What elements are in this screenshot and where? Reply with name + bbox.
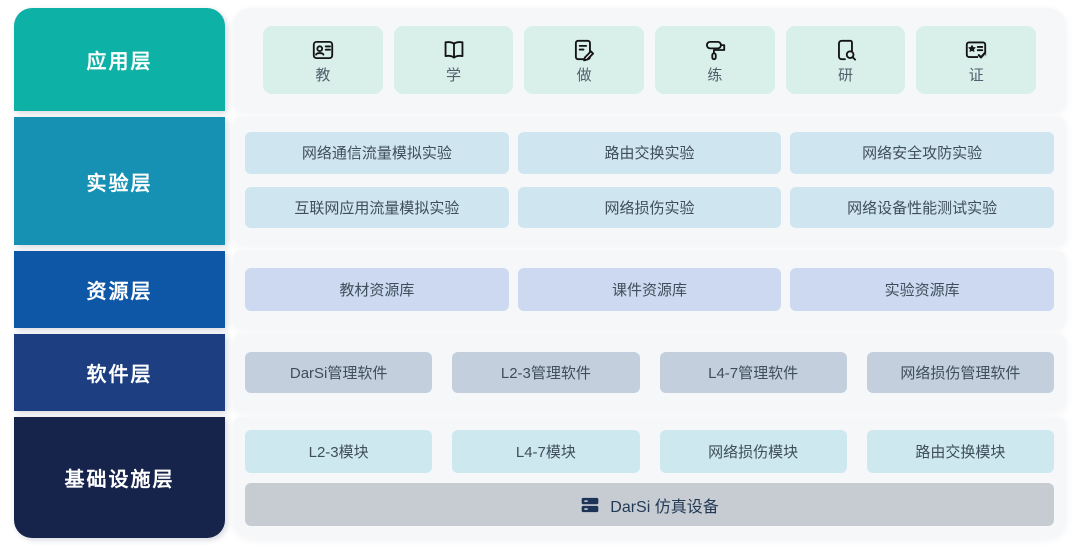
module-box: L4-7模块 xyxy=(452,430,640,473)
layer-content-application: 教 学 做 xyxy=(233,8,1066,111)
experiment-box: 网络损伤实验 xyxy=(517,186,782,228)
app-tile-label: 教 xyxy=(315,67,331,84)
app-tile-research: 研 xyxy=(785,25,906,94)
module-box: L2-3模块 xyxy=(245,430,433,473)
app-tile-label: 证 xyxy=(968,67,984,84)
layer-label-experiment: 实验层 xyxy=(14,117,225,245)
app-tile-practice: 练 xyxy=(655,25,775,94)
open-book-icon xyxy=(440,36,468,64)
software-box: L2-3管理软件 xyxy=(452,352,640,393)
app-tile-label: 学 xyxy=(446,67,462,84)
experiment-box: 路由交换实验 xyxy=(517,132,782,174)
resource-box: 教材资源库 xyxy=(245,268,509,311)
app-tile-label: 练 xyxy=(707,67,723,84)
layer-row-infrastructure: 基础设施层 L2-3模块 L4-7模块 网络损伤模块 路由交换模块 xyxy=(14,417,1066,538)
resource-box: 实验资源库 xyxy=(790,268,1054,311)
layer-label-infrastructure: 基础设施层 xyxy=(14,417,225,538)
layer-content-resource: 教材资源库 课件资源库 实验资源库 xyxy=(233,251,1066,328)
module-box: 路由交换模块 xyxy=(866,430,1054,473)
app-tile-certify: 证 xyxy=(916,25,1037,94)
book-search-icon xyxy=(832,36,860,64)
experiment-box: 网络设备性能测试实验 xyxy=(790,186,1054,228)
device-label: DarSi 仿真设备 xyxy=(610,498,719,516)
layer-content-infrastructure: L2-3模块 L4-7模块 网络损伤模块 路由交换模块 DarS xyxy=(233,417,1066,538)
layer-content-software: DarSi管理软件 L2-3管理软件 L4-7管理软件 网络损伤管理软件 xyxy=(233,334,1066,411)
layer-row-software: 软件层 DarSi管理软件 L2-3管理软件 L4-7管理软件 网络损伤管理软件 xyxy=(14,334,1066,411)
server-icon xyxy=(580,495,600,515)
app-tile-label: 研 xyxy=(838,67,854,84)
layer-row-resource: 资源层 教材资源库 课件资源库 实验资源库 xyxy=(14,251,1066,328)
device-bar: DarSi 仿真设备 xyxy=(245,483,1054,526)
software-box: 网络损伤管理软件 xyxy=(866,352,1054,393)
layer-label-resource: 资源层 xyxy=(14,251,225,328)
layer-row-experiment: 实验层 网络通信流量模拟实验 路由交换实验 网络安全攻防实验 互联网应用流量模拟… xyxy=(14,117,1066,245)
id-card-icon xyxy=(309,36,337,64)
software-box: DarSi管理软件 xyxy=(245,352,433,393)
module-box: 网络损伤模块 xyxy=(659,430,847,473)
module-grid: L2-3模块 L4-7模块 网络损伤模块 路由交换模块 xyxy=(245,430,1054,473)
experiment-box: 网络通信流量模拟实验 xyxy=(245,132,509,174)
app-tile-do: 做 xyxy=(524,25,645,94)
layer-label-software: 软件层 xyxy=(14,334,225,411)
experiment-box: 互联网应用流量模拟实验 xyxy=(245,186,509,228)
app-tile-label: 做 xyxy=(576,67,592,84)
app-tile-learn: 学 xyxy=(393,25,514,94)
certificate-icon xyxy=(962,36,990,64)
experiment-box: 网络安全攻防实验 xyxy=(790,132,1054,174)
layer-content-experiment: 网络通信流量模拟实验 路由交换实验 网络安全攻防实验 互联网应用流量模拟实验 网… xyxy=(233,117,1066,245)
resource-box: 课件资源库 xyxy=(517,268,782,311)
paint-roller-icon xyxy=(701,36,729,64)
layer-label-application: 应用层 xyxy=(14,8,225,111)
software-box: L4-7管理软件 xyxy=(659,352,847,393)
edit-doc-icon xyxy=(570,36,598,64)
app-tile-teach: 教 xyxy=(263,25,383,94)
layer-row-application: 应用层 教 xyxy=(14,8,1066,111)
